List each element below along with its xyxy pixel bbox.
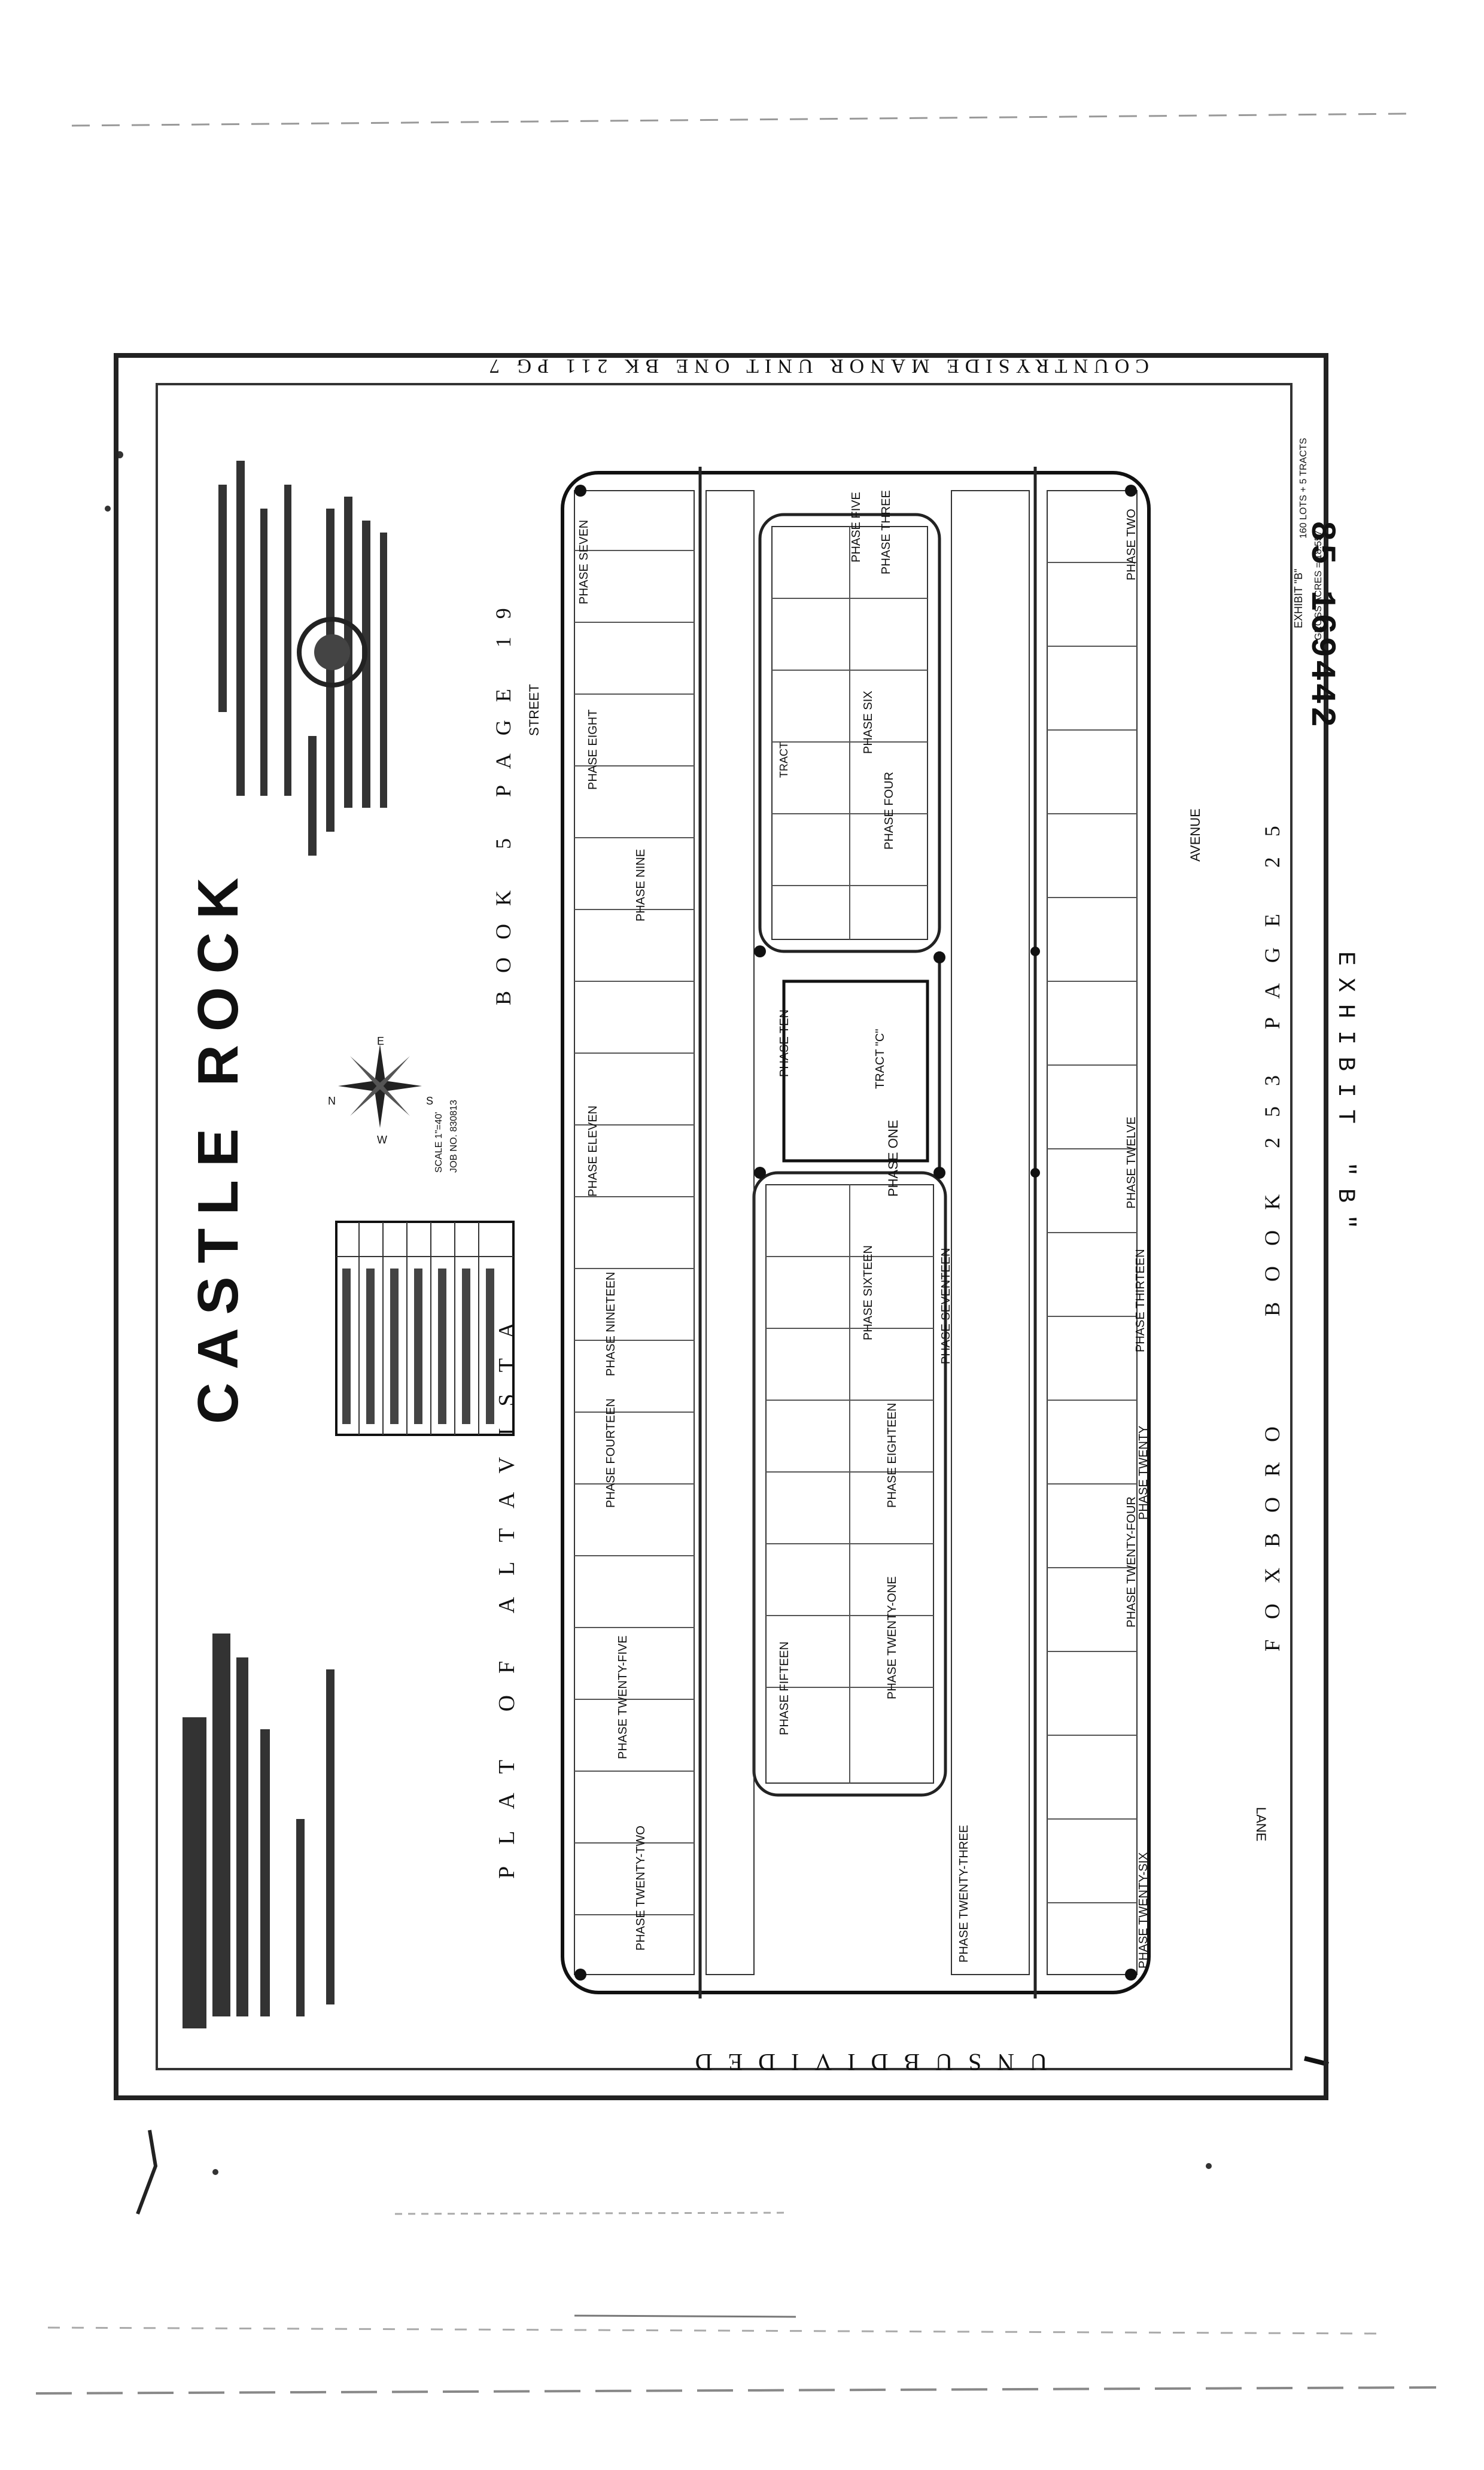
compass-w: W — [377, 1134, 387, 1146]
phase-label: PHASE TWENTY-THREE — [957, 1824, 971, 1963]
compass-icon — [338, 1044, 422, 1128]
phase-label: PHASE SIXTEEN — [862, 1245, 875, 1340]
phase-label: PHASE EIGHTEEN — [886, 1403, 899, 1508]
plat-notes-text-block — [183, 461, 387, 2028]
phase-label: PHASE TWENTY-SIX — [1137, 1852, 1150, 1969]
phase-label: PHASE THREE — [880, 490, 893, 574]
phase-label: PHASE EIGHT — [586, 709, 600, 790]
phase-label: PHASE TWENTY-TWO — [634, 1826, 647, 1951]
phase-label: PHASE TWO — [1125, 509, 1138, 580]
phase-label: PHASE NINE — [634, 848, 647, 921]
lots-note: 160 LOTS + 5 TRACTS — [1298, 437, 1309, 539]
phase-label: PHASE FOURTEEN — [604, 1398, 618, 1508]
phase-label: PHASE TWENTY-FIVE — [616, 1635, 630, 1759]
phase-label: PHASE SIX — [862, 690, 875, 754]
phase-label: PHASE SEVENTEEN — [939, 1248, 953, 1364]
phase-label: PHASE ELEVEN — [586, 1105, 600, 1197]
avenue-label: AVENUE — [1188, 808, 1203, 862]
tract-c-label: TRACT "C" — [874, 1029, 887, 1090]
exhibit-small-label: EXHIBIT "B" — [1293, 568, 1304, 628]
phase-label: PHASE FIVE — [850, 492, 863, 562]
street-label: STREET — [527, 684, 542, 736]
compass-rose — [335, 1041, 425, 1131]
lane-label: LANE — [1254, 1807, 1269, 1842]
compass-s: S — [426, 1095, 434, 1107]
phase-label: PHASE TEN — [778, 1009, 791, 1077]
phase-label: PHASE TWENTY — [1137, 1425, 1150, 1520]
curve-data-table — [335, 1221, 515, 1436]
phase-label: PHASE ONE — [886, 1120, 901, 1197]
lot-layout-map — [561, 467, 1151, 1998]
plat-inner-border — [156, 383, 1293, 2070]
book-page-right: BOOK 253 PAGE 25 — [1260, 805, 1284, 1316]
bottom-border-label: UNSUBDIVIDED — [679, 2049, 1047, 2076]
exhibit-label: EXHIBIT "B" — [1331, 951, 1358, 1242]
top-border-label: COUNTRYSIDE MANOR UNIT ONE BK 211 PG 7 — [483, 355, 1149, 377]
phase-label: PHASE TWENTY-FOUR — [1125, 1496, 1138, 1628]
phase-label: PHASE NINETEEN — [604, 1271, 618, 1376]
plat-frame — [114, 353, 1328, 2100]
phase-label: PHASE FIFTEEN — [778, 1641, 791, 1735]
phase-label: PHASE THIRTEEN — [1134, 1249, 1147, 1352]
phase-label: PHASE TWENTY-ONE — [886, 1576, 899, 1699]
tract-label: TRACT — [778, 742, 790, 778]
scale-label: SCALE 1"=40' — [434, 1112, 444, 1173]
foxboro-label: FOXBORO — [1260, 1406, 1284, 1651]
compass-n: N — [328, 1095, 336, 1107]
gross-acres-note: GROSS ACRES = 18.557 — [1313, 530, 1324, 640]
phase-label: PHASE FOUR — [883, 771, 896, 850]
book-page-left: BOOK 5 PAGE 19 — [491, 590, 515, 1005]
phase-label: PHASE TWELVE — [1125, 1117, 1138, 1209]
compass-e: E — [377, 1035, 385, 1047]
job-number-label: JOB NO. 830813 — [449, 1100, 459, 1173]
phase-label: PHASE SEVEN — [577, 519, 591, 604]
